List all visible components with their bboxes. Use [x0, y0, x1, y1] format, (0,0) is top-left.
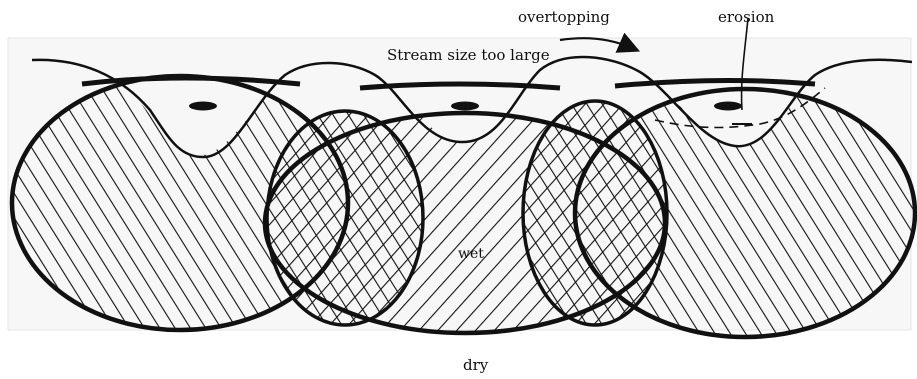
- pore-left: [189, 102, 217, 111]
- wet-label: wet: [458, 246, 484, 262]
- pore-center: [451, 102, 479, 111]
- dry-label: dry: [463, 356, 489, 374]
- pore-right: [714, 102, 742, 111]
- stream-size-label: Stream size too large: [387, 46, 550, 64]
- erosion-label: erosion: [718, 8, 775, 26]
- overtopping-label: overtopping: [518, 8, 610, 26]
